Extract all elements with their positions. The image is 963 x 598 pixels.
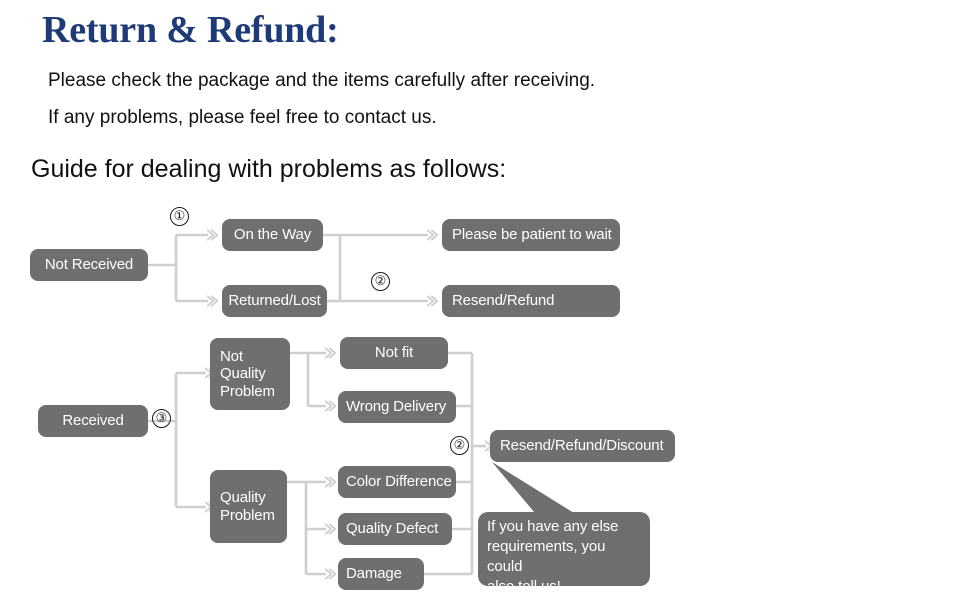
callout-bubble: If you have any else requirements, you c… [478,512,650,595]
node-received[interactable]: Received [38,405,148,437]
guide-heading: Guide for dealing with problems as follo… [31,155,507,183]
node-quality-problem[interactable]: Quality Problem [210,470,287,543]
node-not-quality-problem[interactable]: Not Quality Problem [210,338,290,410]
step-marker-3: ③ [152,409,171,428]
node-color-difference[interactable]: Color Difference [338,466,456,498]
node-be-patient-to-wait[interactable]: Please be patient to wait [442,219,620,251]
node-not-fit[interactable]: Not fit [340,337,448,369]
intro-line-2: If any problems, please feel free to con… [48,107,437,128]
node-not-received[interactable]: Not Received [30,249,148,281]
page-title: Return & Refund: [42,9,339,51]
node-wrong-delivery[interactable]: Wrong Delivery [338,391,456,423]
callout-tail [492,462,574,525]
step-marker-2-top: ② [371,272,390,291]
step-marker-1: ① [170,207,189,226]
step-marker-2-bottom: ② [450,436,469,455]
node-damage[interactable]: Damage [338,558,424,590]
intro-line-1: Please check the package and the items c… [48,70,596,91]
node-on-the-way[interactable]: On the Way [222,219,323,251]
node-quality-defect[interactable]: Quality Defect [338,513,452,545]
node-resend-refund[interactable]: Resend/Refund [442,285,620,317]
node-returned-lost[interactable]: Returned/Lost [222,285,327,317]
node-resend-refund-discount[interactable]: Resend/Refund/Discount [490,430,675,462]
